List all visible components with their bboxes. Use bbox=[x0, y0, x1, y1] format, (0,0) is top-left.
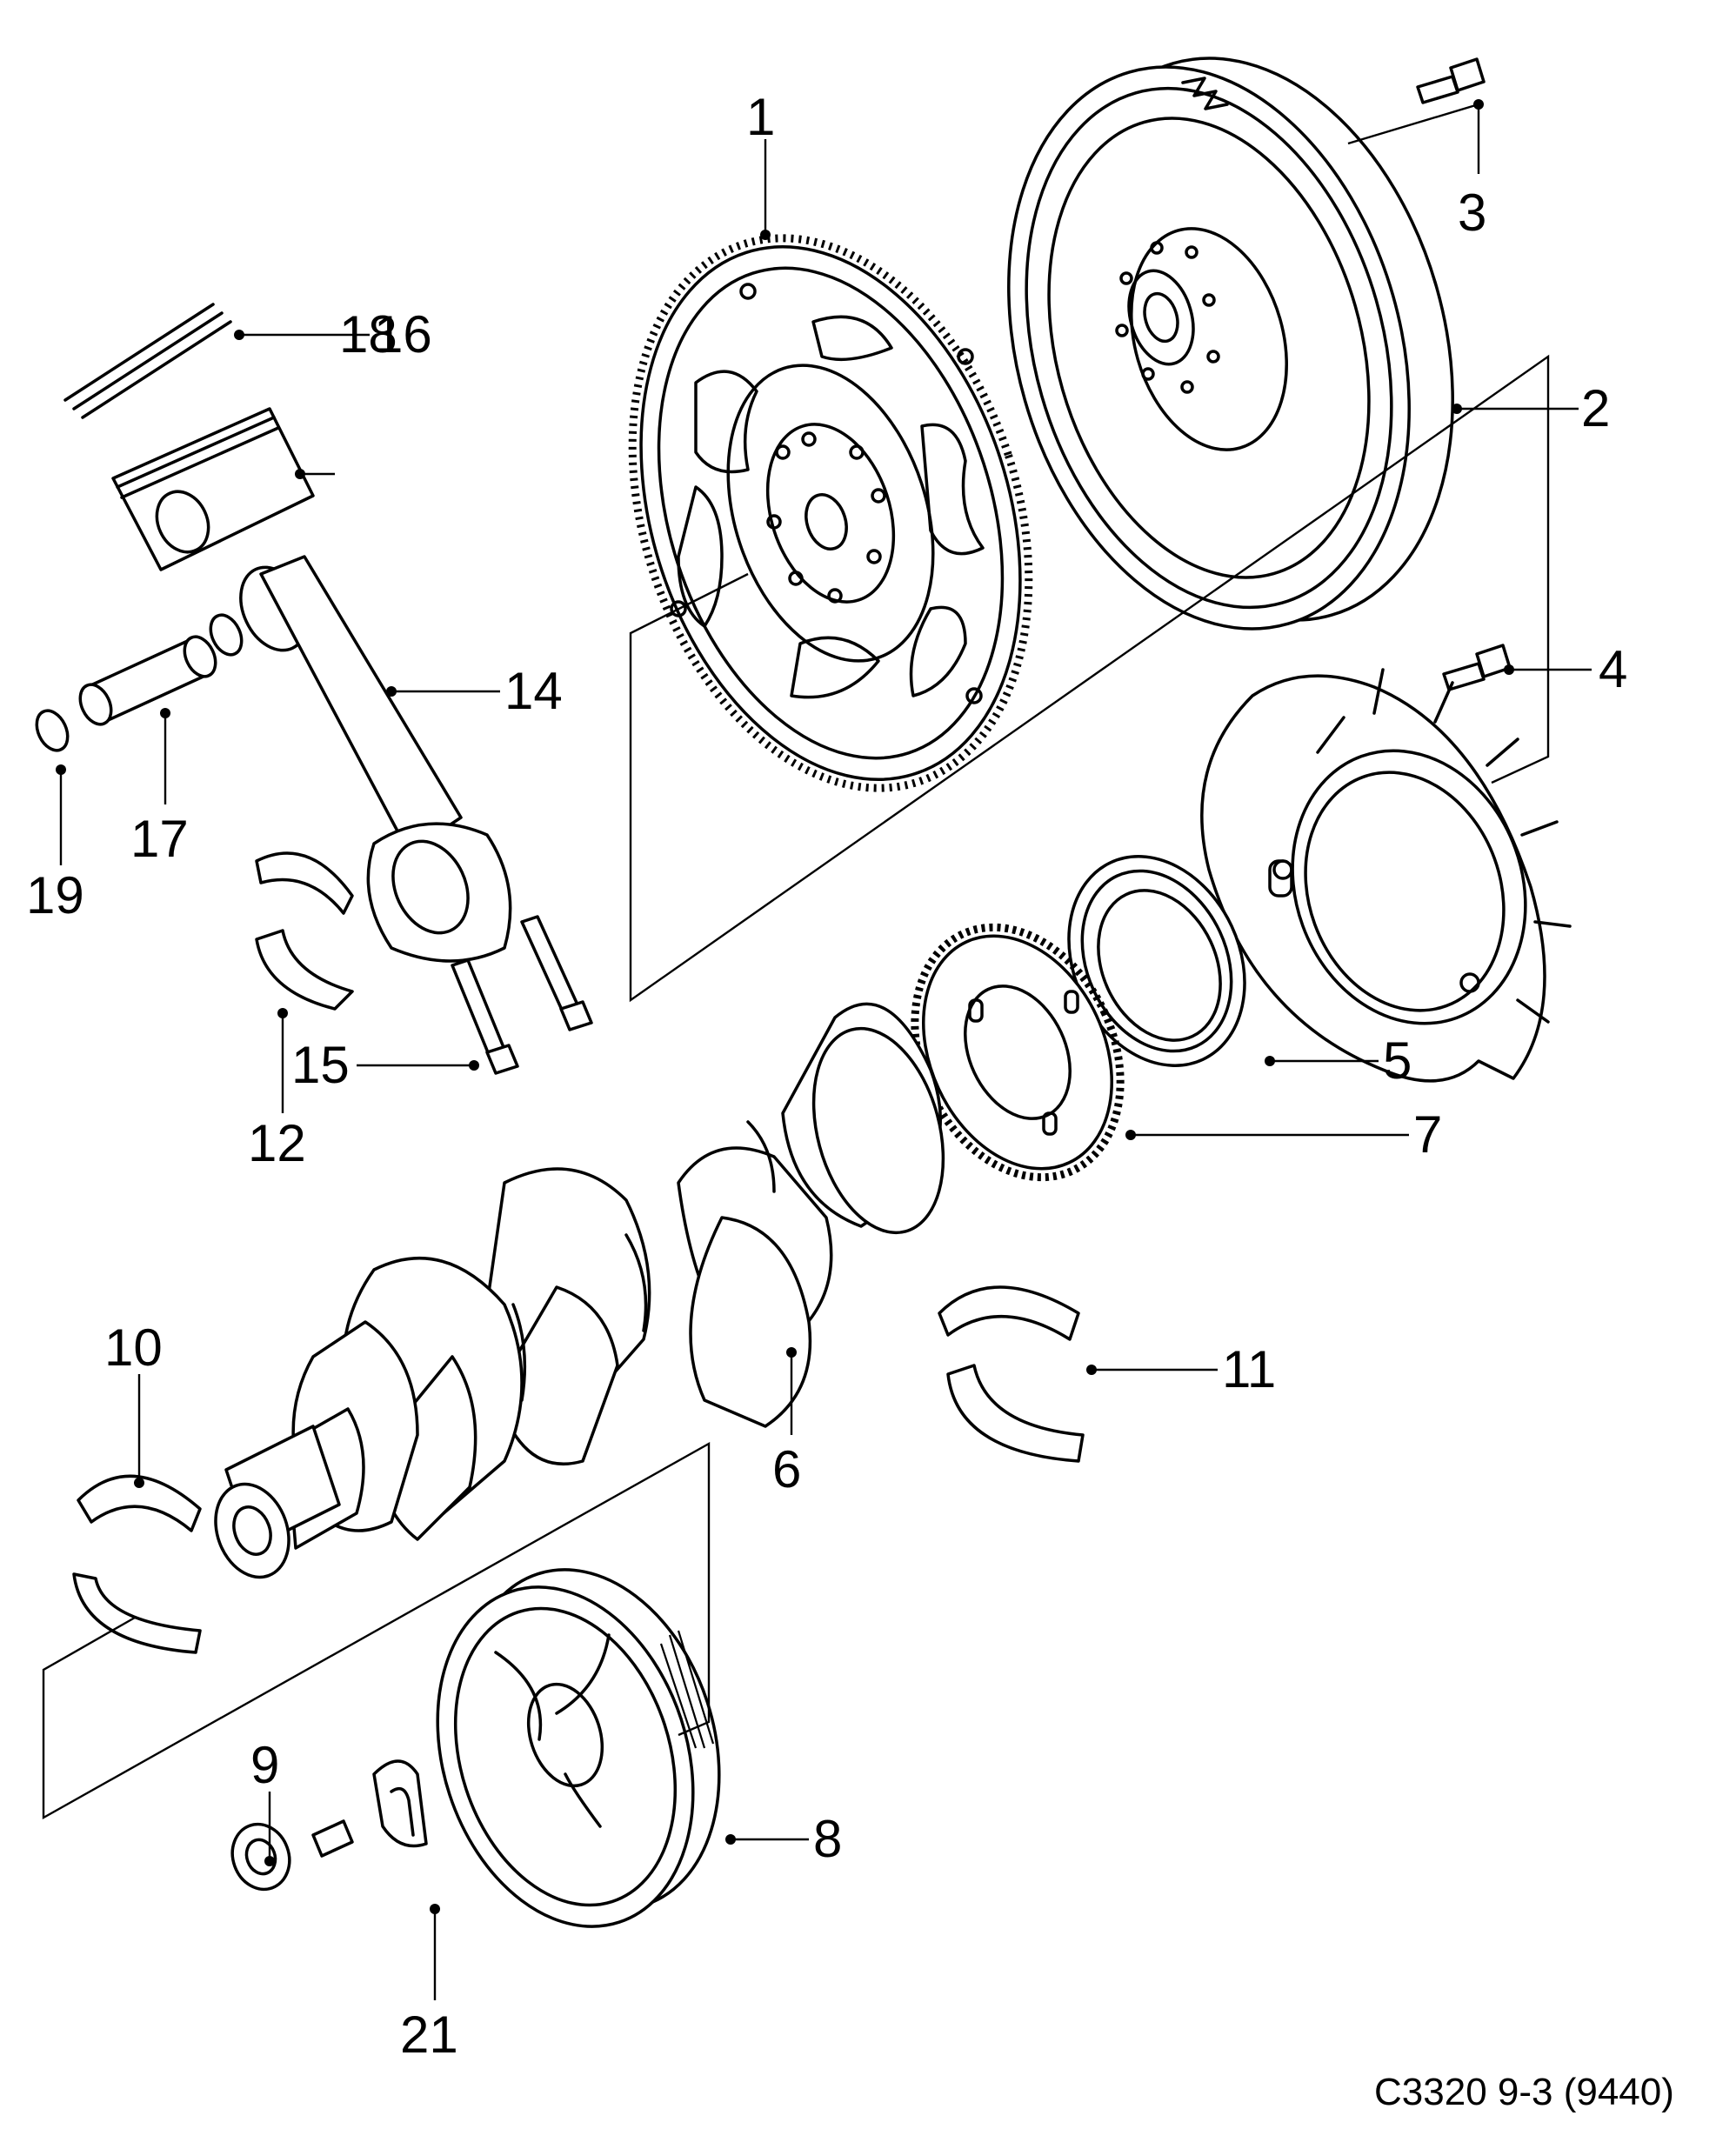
part-9-pulley-bolt bbox=[230, 1819, 354, 1892]
callout-10: 10 bbox=[104, 1318, 163, 1377]
callout-5: 5 bbox=[1383, 1031, 1412, 1090]
part-4-seal-housing-bolt bbox=[1442, 644, 1512, 691]
callout-18: 18 bbox=[339, 305, 397, 364]
callout-3: 3 bbox=[1458, 184, 1486, 242]
callout-19: 19 bbox=[26, 866, 84, 924]
callout-6: 6 bbox=[772, 1440, 801, 1498]
part-11-main-bearings bbox=[938, 1285, 1085, 1463]
callout-14: 14 bbox=[504, 662, 563, 720]
part-6-crankshaft bbox=[214, 1002, 945, 1579]
callout-17: 17 bbox=[130, 810, 189, 868]
part-18-piston-rings bbox=[63, 303, 232, 419]
callout-11: 11 bbox=[1222, 1340, 1276, 1398]
part-1-flex-plate bbox=[628, 234, 1033, 792]
part-8-crankshaft-pulley bbox=[436, 1568, 721, 1928]
part-2-flywheel bbox=[1007, 57, 1454, 631]
part-19-circlips bbox=[35, 613, 244, 752]
callout-21: 21 bbox=[400, 2006, 458, 2064]
assembly-brackets bbox=[42, 354, 1550, 1820]
part-21-key bbox=[372, 1759, 428, 1848]
callout-8: 8 bbox=[813, 1810, 842, 1868]
part-10-thrust-bearings bbox=[72, 1474, 202, 1654]
callout-9: 9 bbox=[250, 1736, 279, 1794]
part-12-rod-bearings bbox=[255, 851, 354, 1011]
leader-lines bbox=[56, 99, 1592, 2000]
callout-2: 2 bbox=[1581, 379, 1610, 437]
part-17-gudgeon-pin bbox=[78, 635, 217, 726]
rear-seal-housing bbox=[1200, 668, 1572, 1083]
callout-7: 7 bbox=[1413, 1105, 1442, 1164]
part-16-piston bbox=[111, 407, 315, 571]
callout-1: 1 bbox=[746, 88, 775, 146]
callout-12: 12 bbox=[248, 1114, 306, 1172]
part-7-trigger-wheel bbox=[911, 923, 1125, 1182]
part-15-rod-bolts bbox=[451, 915, 593, 1075]
callout-labels: 1 2 3 4 5 6 7 8 9 10 11 12 14 15 16 17 1… bbox=[26, 88, 1674, 2113]
callout-15: 15 bbox=[291, 1036, 350, 1094]
callout-4: 4 bbox=[1599, 640, 1627, 698]
part-14-connecting-rod bbox=[239, 555, 512, 963]
part-3-flywheel-bolt bbox=[1416, 57, 1486, 104]
diagram-reference-code: C3320 9-3 (9440) bbox=[1374, 2071, 1674, 2113]
callout-16: 16 bbox=[374, 305, 432, 364]
